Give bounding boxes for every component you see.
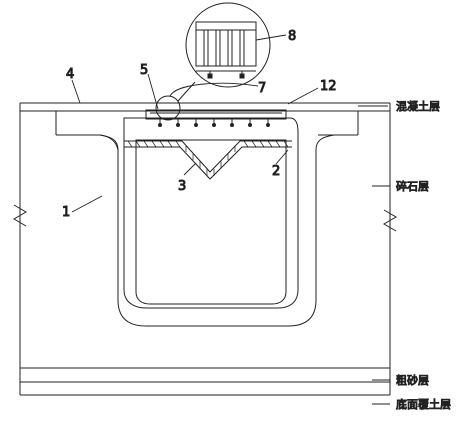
label-8: 8 xyxy=(288,29,296,44)
label-2: 2 xyxy=(272,164,280,179)
layer-coarse-sand-label: 粗砂层 xyxy=(396,374,429,387)
layer-concrete-label: 混凝土层 xyxy=(396,99,440,113)
leader-lines xyxy=(71,34,390,405)
zoom-detail xyxy=(185,2,271,88)
ground-outline xyxy=(13,102,397,396)
label-3: 3 xyxy=(178,179,186,194)
label-5: 5 xyxy=(140,63,148,78)
layer-bottom-soil-label: 底面覆土层 xyxy=(396,397,451,411)
tank-outer-wall-left xyxy=(99,134,119,151)
tank-outer-wall xyxy=(99,134,335,327)
cover-plate xyxy=(145,109,287,127)
tank-inner-wall xyxy=(123,117,299,309)
label-4: 4 xyxy=(66,67,74,82)
label-7: 7 xyxy=(258,81,266,96)
label-12: 12 xyxy=(320,79,337,94)
detail-leader xyxy=(177,81,196,102)
inner-chamber xyxy=(135,139,287,305)
label-1: 1 xyxy=(62,205,70,220)
detail-circle xyxy=(155,95,181,121)
layer-gravel-label: 碎石层 xyxy=(396,179,429,193)
concrete-slab xyxy=(55,111,359,136)
coarse-sand-layer xyxy=(20,367,390,383)
filter-mesh xyxy=(124,140,292,180)
